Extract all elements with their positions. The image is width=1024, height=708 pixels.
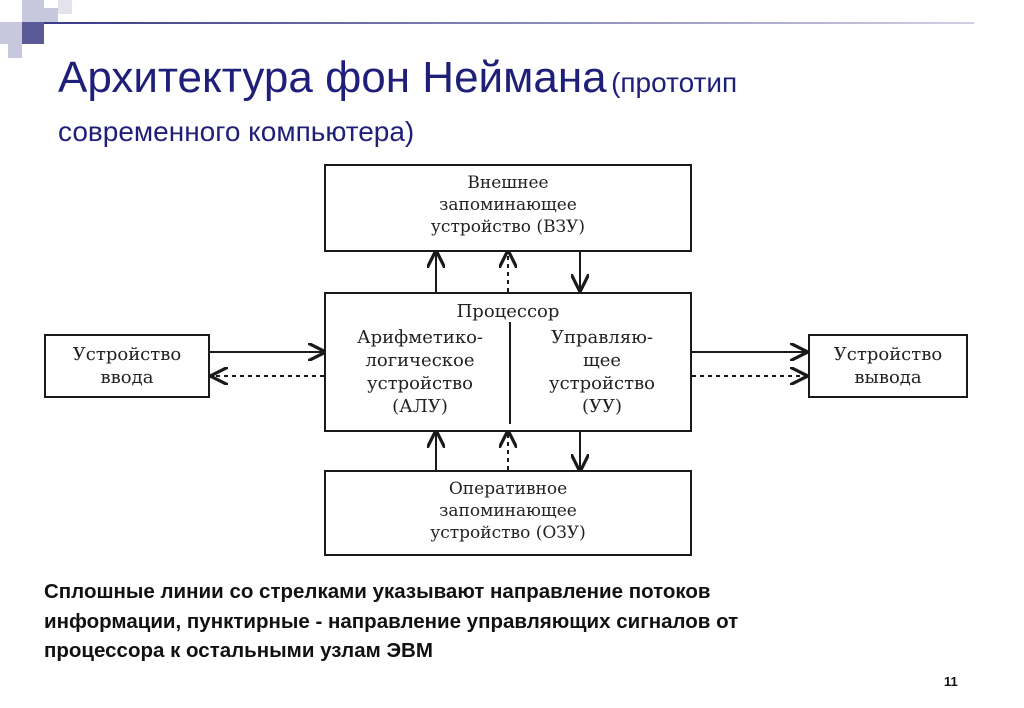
ozu-line3: устройство (ОЗУ) bbox=[430, 523, 586, 544]
page-number: 11 bbox=[944, 674, 958, 689]
input-line1: Устройство bbox=[72, 344, 182, 365]
alu-line1: Арифметико- bbox=[356, 327, 484, 348]
alu-line4: (АЛУ) bbox=[392, 396, 448, 418]
header-rule bbox=[44, 22, 974, 24]
uu-block: Управляю- щее устройство (УУ) bbox=[516, 326, 688, 418]
uu-line2: щее bbox=[582, 350, 622, 372]
ozu-box: Оперативное запоминающее устройство (ОЗУ… bbox=[324, 470, 692, 556]
caption-line1: Сплошные линии со стрелками указывают на… bbox=[44, 580, 711, 603]
processor-box: Процессор Арифметико- логическое устройс… bbox=[324, 292, 692, 432]
alu-line3: устройство bbox=[367, 373, 473, 395]
alu-block: Арифметико- логическое устройство (АЛУ) bbox=[332, 326, 508, 418]
caption: Сплошные линии со стрелками указывают на… bbox=[44, 577, 984, 666]
corner-decoration bbox=[0, 0, 80, 60]
ozu-line2: запоминающее bbox=[439, 501, 577, 522]
input-box: Устройство ввода bbox=[44, 334, 210, 398]
output-box: Устройство вывода bbox=[808, 334, 968, 398]
output-line2: вывода bbox=[854, 367, 922, 389]
title-main: Архитектура фон Неймана bbox=[58, 53, 607, 102]
processor-title: Процессор bbox=[456, 301, 560, 322]
ozu-line1: Оперативное bbox=[448, 479, 568, 499]
vzu-box: Внешнее запоминающее устройство (ВЗУ) bbox=[324, 164, 692, 252]
slide-title: Архитектура фон Неймана (прототип соврем… bbox=[58, 50, 958, 147]
vzu-line1: Внешнее bbox=[467, 173, 549, 193]
uu-line1: Управляю- bbox=[551, 327, 653, 348]
caption-line2: информации, пунктирные - направление упр… bbox=[44, 609, 739, 633]
caption-line3: процессора к остальными узлам ЭВМ bbox=[44, 639, 433, 663]
title-sub-a: (прототип bbox=[611, 67, 738, 98]
vzu-line3: устройство (ВЗУ) bbox=[430, 217, 586, 238]
title-sub-b: современного компьютера) bbox=[58, 116, 415, 147]
output-line1: Устройство bbox=[833, 344, 943, 365]
vzu-line2: запоминающее bbox=[439, 195, 577, 216]
uu-line4: (УУ) bbox=[581, 396, 623, 418]
input-line2: ввода bbox=[100, 367, 154, 389]
alu-line2: логическое bbox=[365, 350, 475, 372]
uu-line3: устройство bbox=[549, 373, 655, 395]
